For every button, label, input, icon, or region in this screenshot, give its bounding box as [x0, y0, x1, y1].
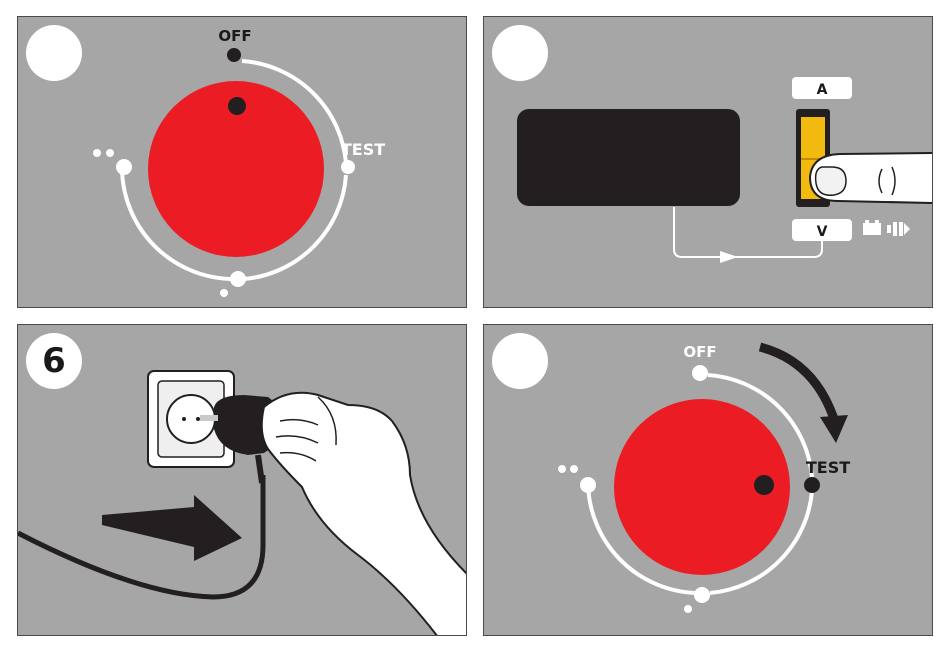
panel-step-plug-in: 6	[17, 324, 467, 636]
dial-off-illustration: OFF TEST	[18, 17, 467, 308]
battery-icon	[863, 220, 881, 235]
bottom-position-dot	[694, 587, 710, 603]
off-label: OFF	[218, 27, 251, 45]
direction-arrow-icon	[102, 495, 242, 561]
left-position-dot	[116, 159, 132, 175]
dial-test-illustration: OFF TEST	[484, 325, 933, 636]
left-small-dot-1	[558, 465, 566, 473]
off-position-dot	[692, 365, 708, 381]
meter-illustration: A V	[484, 17, 933, 308]
left-position-dot	[580, 477, 596, 493]
finger-icon	[810, 153, 933, 203]
test-position-dot	[804, 477, 820, 493]
panel-step-dial-off: OFF TEST	[17, 16, 467, 308]
current-label: A	[817, 82, 828, 98]
test-label: TEST	[341, 140, 385, 159]
panel-step-dial-test: OFF TEST	[483, 324, 933, 636]
left-small-dot-2	[570, 465, 578, 473]
bottom-position-dot	[230, 271, 246, 287]
test-label: TEST	[806, 458, 850, 477]
left-small-dot-1	[93, 149, 101, 157]
voltage-label: V	[817, 224, 828, 240]
display-screen	[517, 109, 740, 206]
off-position-dot	[227, 48, 241, 62]
bottom-small-dot	[220, 289, 228, 297]
left-small-dot-2	[106, 149, 114, 157]
speaker-icon	[887, 222, 910, 236]
bottom-small-dot	[684, 605, 692, 613]
wire-arrow-icon	[720, 251, 738, 263]
off-label: OFF	[683, 343, 716, 361]
knob-indicator-dot	[228, 97, 246, 115]
rotation-arrow-icon	[760, 347, 834, 419]
panel-step-meter-switch: A V	[483, 16, 933, 308]
knob-indicator-dot	[754, 475, 774, 495]
plug-illustration	[18, 325, 467, 636]
hand-icon	[262, 393, 467, 636]
test-position-dot	[341, 160, 355, 174]
